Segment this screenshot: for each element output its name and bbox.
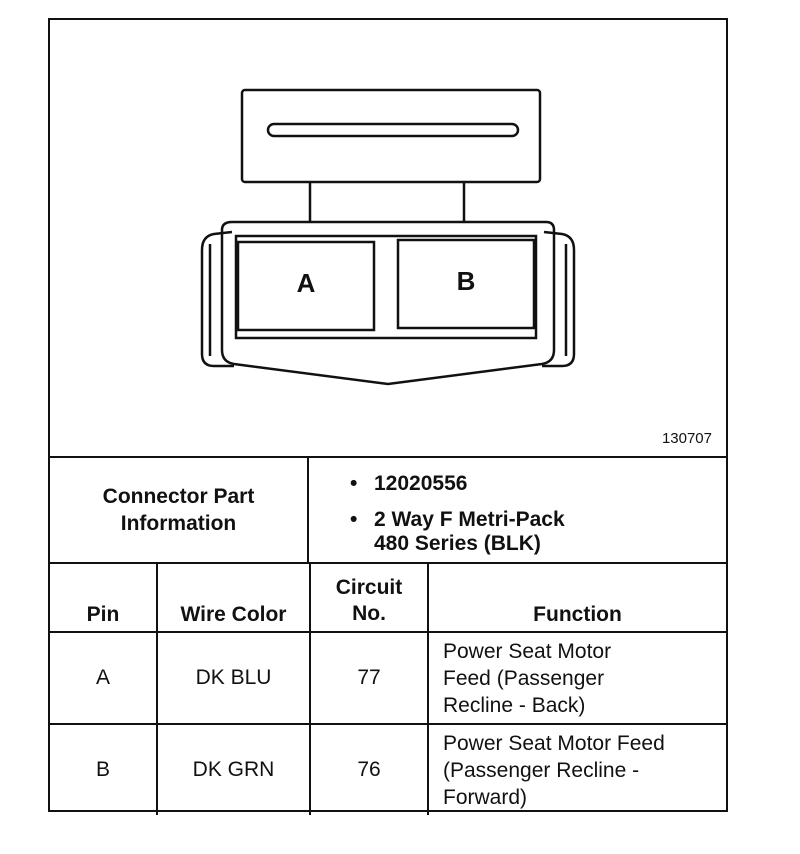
function-line: Power Seat Motor Feed (443, 731, 665, 755)
connector-illustration: A B (200, 88, 576, 386)
wire-color-cell: DK GRN (156, 723, 311, 815)
figure-number: 130707 (661, 430, 712, 447)
pin-label-b: B (457, 266, 476, 296)
wire-color-cell: DK BLU (156, 631, 311, 725)
header-function: Function (427, 564, 726, 633)
function-line: Forward) (443, 785, 528, 809)
connector-right-latch (542, 230, 576, 368)
connector-diagram: A B 130707 (50, 20, 726, 456)
part-number: 12020556 (350, 470, 565, 498)
table-row: B DK GRN 76 Power Seat Motor Feed (Passe… (50, 723, 726, 815)
circuit-cell: 77 (309, 631, 429, 725)
connector-description-line2: 480 Series (BLK) (374, 532, 541, 555)
function-line: Feed (Passenger (443, 666, 605, 690)
pin-label-a: A (297, 268, 316, 298)
connector-lock-tab (240, 88, 542, 184)
pin-cell: B (50, 723, 158, 815)
pinout-table-area: Pin Wire Color Circuit No. Function A DK… (50, 564, 726, 815)
circuit-cell: 76 (309, 723, 429, 815)
connector-info-label: Connector Part Information (102, 485, 255, 535)
connector-body (220, 220, 556, 386)
connector-figure-frame: A B 130707 Connector Part Information 12… (48, 18, 728, 815)
pinout-table: Pin Wire Color Circuit No. Function A DK… (50, 564, 726, 815)
header-circuit-line1: Circuit (335, 576, 403, 599)
header-circuit: Circuit No. (309, 564, 429, 633)
connector-lock-slot (266, 122, 520, 138)
table-row: A DK BLU 77 Power Seat Motor Feed (Passe… (50, 631, 726, 725)
function-cell: Power Seat Motor Feed (Passenger Recline… (427, 631, 726, 725)
connector-info-list: 12020556 2 Way F Metri-Pack 480 Series (… (350, 470, 565, 558)
cavity-a (236, 240, 376, 332)
cavity-b (396, 238, 536, 330)
table-header-row: Pin Wire Color Circuit No. Function (50, 564, 726, 633)
function-line: Power Seat Motor (443, 639, 612, 663)
function-line: (Passenger Recline - (443, 758, 640, 782)
header-circuit-line2: No. (352, 602, 386, 625)
connector-left-latch (200, 230, 234, 368)
connector-description-line1: 2 Way F Metri-Pack (350, 506, 565, 534)
function-cell: Power Seat Motor Feed (Passenger Recline… (427, 723, 726, 815)
header-wire-color: Wire Color (156, 564, 311, 633)
pin-cell: A (50, 631, 158, 725)
function-line: Recline - Back) (443, 693, 586, 717)
connector-info-label-cell: Connector Part Information (50, 458, 309, 562)
header-pin: Pin (50, 564, 158, 633)
connector-info-row: Connector Part Information 12020556 2 Wa… (50, 456, 726, 564)
